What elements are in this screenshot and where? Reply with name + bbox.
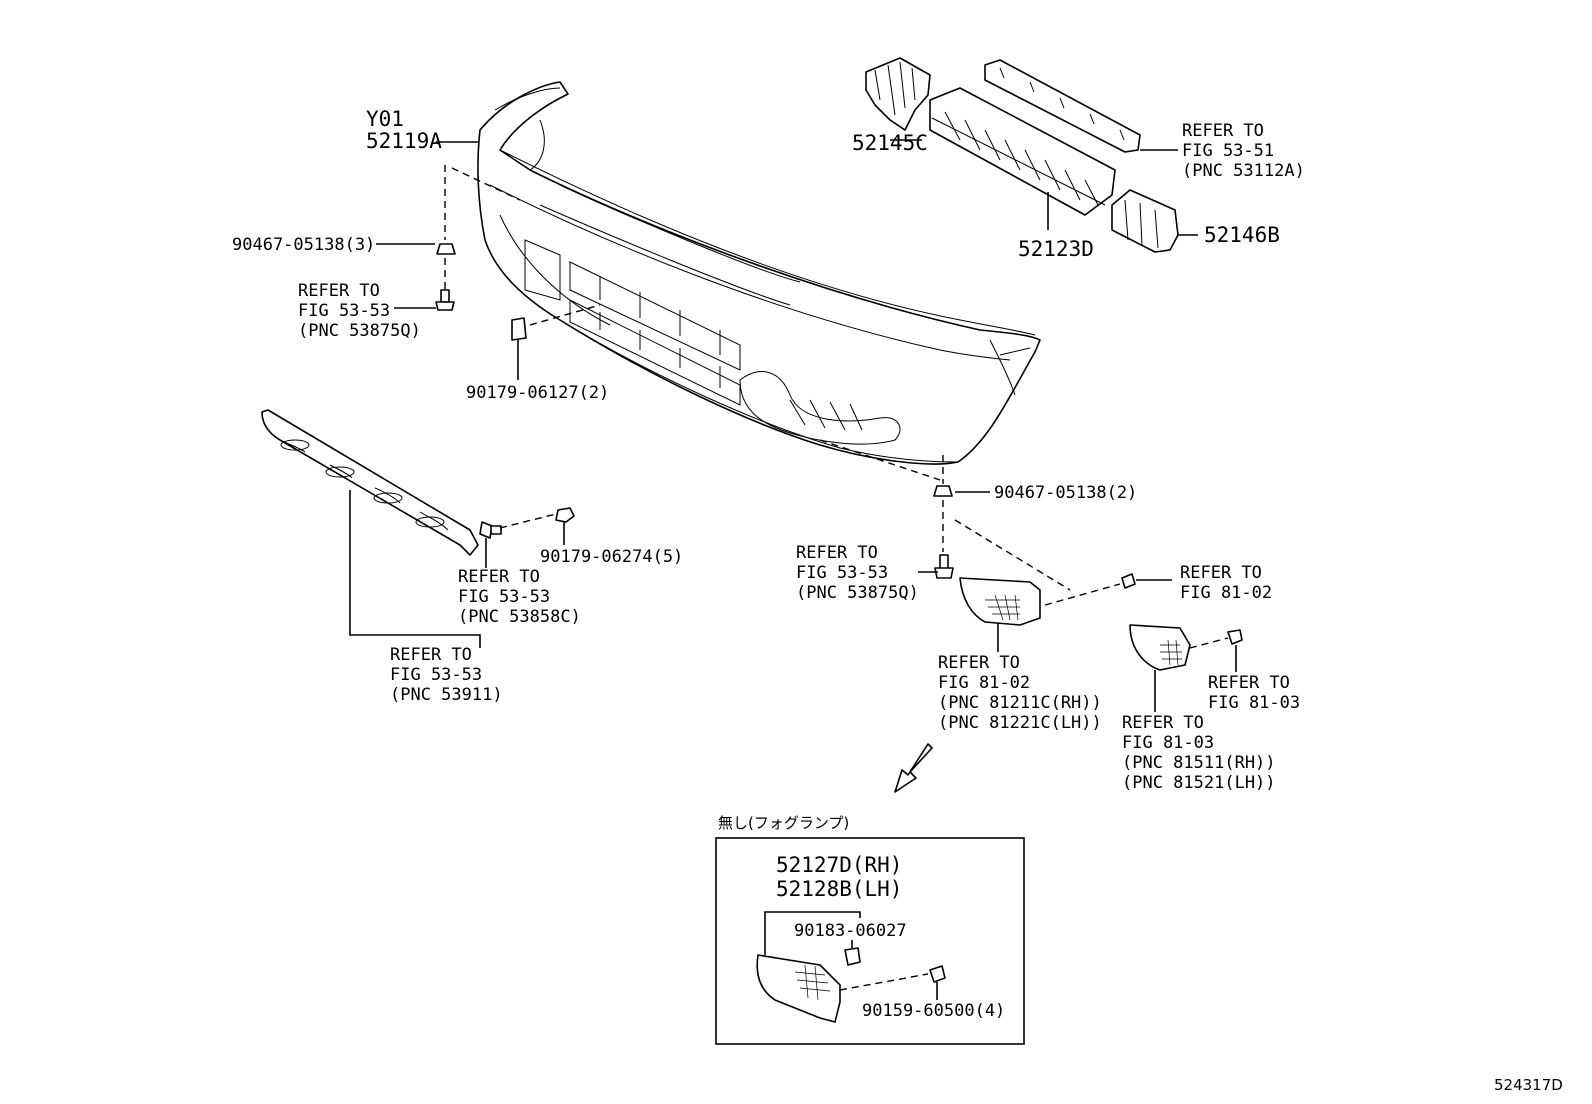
energy-absorber <box>929 87 1116 216</box>
light-ref-4: (PNC 81221C(LH)) <box>938 713 1102 733</box>
bumper-support-right <box>1111 189 1179 253</box>
screw-light-ref-1: REFER TO <box>1180 563 1262 583</box>
bolt-upper-ref-1: REFER TO <box>298 281 380 301</box>
marker-ref-1: REFER TO <box>1122 713 1204 733</box>
inset-clip-label: 90183-06027 <box>794 921 907 941</box>
bumper-code-label: Y01 <box>366 107 404 131</box>
spoiler-screw <box>479 521 502 539</box>
bolt-lower-ref-3: (PNC 53875Q) <box>796 583 919 603</box>
light-ref-2: FIG 81-02 <box>938 673 1030 693</box>
screw-marker-ref-2: FIG 81-03 <box>1208 693 1300 713</box>
screw-marker-ref-1: REFER TO <box>1208 673 1290 693</box>
spoiler-nut <box>555 507 575 523</box>
bumper-support-left <box>865 57 931 131</box>
marker-ref-3: (PNC 81511(RH)) <box>1122 753 1276 773</box>
inset-cover-rh: 52127D(RH) <box>776 853 902 877</box>
diagram-id: 524317D <box>1494 1076 1563 1094</box>
bolt-upper-ref-3: (PNC 53875Q) <box>298 321 421 341</box>
inset-box <box>715 837 1025 1045</box>
clip-center <box>511 317 527 341</box>
bumper-cover <box>477 81 1041 465</box>
absorber-label: 52123D <box>1018 237 1094 261</box>
spoiler-screw-ref-3: (PNC 53858C) <box>458 607 581 627</box>
labels: Y01 52119A 90467-05138(3) REFER TO FIG 5… <box>232 107 1563 1094</box>
reinf-ref-1: REFER TO <box>1182 121 1264 141</box>
inset-cover-lh: 52128B(LH) <box>776 877 902 901</box>
direction-arrow <box>894 743 933 793</box>
light-screw <box>1121 573 1136 589</box>
inset-caption: 無し(フォグランプ) <box>718 814 849 832</box>
front-spoiler <box>261 409 479 556</box>
bolt-lower-ref-2: FIG 53-53 <box>796 563 888 583</box>
spoiler-ref-1: REFER TO <box>390 645 472 665</box>
clearance-light <box>959 577 1041 626</box>
light-ref-1: REFER TO <box>938 653 1020 673</box>
reinf-ref-2: FIG 53-51 <box>1182 141 1274 161</box>
bumper-reinforcement <box>984 59 1141 153</box>
support-left-label: 52145C <box>852 131 928 155</box>
nut-upper-label: 90467-05138(3) <box>232 235 375 255</box>
marker-screw <box>1227 629 1243 645</box>
spoiler-nut-label: 90179-06274(5) <box>540 547 683 567</box>
light-ref-3: (PNC 81211C(RH)) <box>938 693 1102 713</box>
spoiler-ref-3: (PNC 53911) <box>390 685 503 705</box>
bolt-upper <box>435 289 455 311</box>
spoiler-screw-ref-2: FIG 53-53 <box>458 587 550 607</box>
retainer-nut-upper <box>436 243 456 255</box>
support-right-label: 52146B <box>1204 223 1280 247</box>
nut-lower-label: 90467-05138(2) <box>994 483 1137 503</box>
marker-ref-4: (PNC 81521(LH)) <box>1122 773 1276 793</box>
marker-ref-2: FIG 81-03 <box>1122 733 1214 753</box>
inset-screw-label: 90159-60500(4) <box>862 1001 1005 1021</box>
spoiler-screw-ref-1: REFER TO <box>458 567 540 587</box>
bolt-lower-ref-1: REFER TO <box>796 543 878 563</box>
screw-light-ref-2: FIG 81-02 <box>1180 583 1272 603</box>
clip-center-label: 90179-06127(2) <box>466 383 609 403</box>
bolt-lower <box>934 554 954 579</box>
bolt-upper-ref-2: FIG 53-53 <box>298 301 390 321</box>
spoiler-ref-2: FIG 53-53 <box>390 665 482 685</box>
reinf-ref-3: (PNC 53112A) <box>1182 161 1305 181</box>
side-marker <box>1129 624 1191 671</box>
retainer-nut-lower <box>933 485 953 497</box>
leader-lines <box>349 139 1237 712</box>
bumper-part-label: 52119A <box>366 129 442 153</box>
